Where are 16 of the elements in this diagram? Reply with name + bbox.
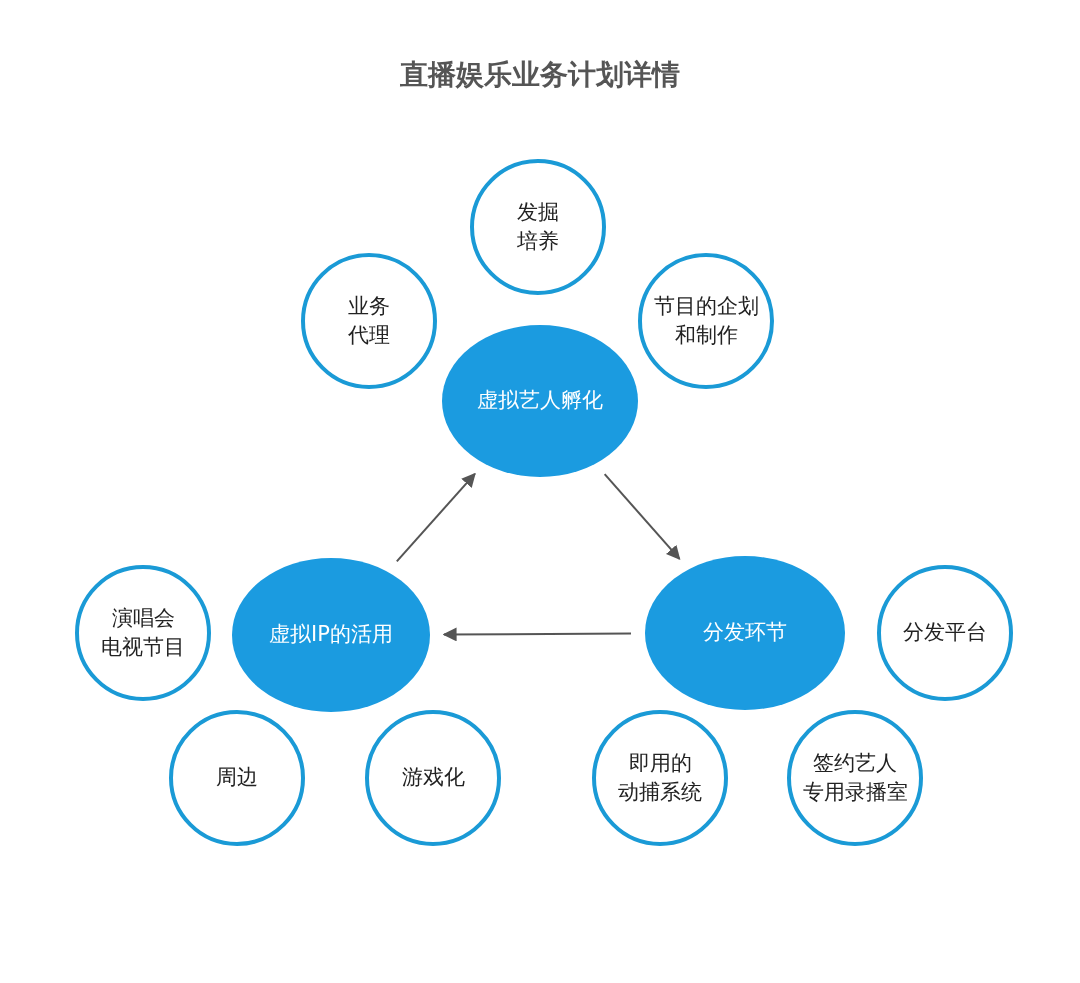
item-circle: 分发平台 [877,565,1013,701]
item-circle: 即用的动捕系统 [592,710,728,846]
arrow [395,472,476,563]
item-circle: 周边 [169,710,305,846]
arrow [603,473,681,560]
item-circle: 节目的企划和制作 [638,253,774,389]
arrow [442,627,632,642]
item-circle: 发掘培养 [470,159,606,295]
topic-ellipse: 虚拟艺人孵化 [442,325,638,477]
item-circle: 游戏化 [365,710,501,846]
topic-ellipse: 虚拟IP的活用 [232,558,430,712]
item-circle: 业务代理 [301,253,437,389]
item-circle: 签约艺人专用录播室 [787,710,923,846]
topic-ellipse: 分发环节 [645,556,845,710]
title: 直播娱乐业务计划详情 [399,57,681,93]
item-circle: 演唱会电视节目 [75,565,211,701]
